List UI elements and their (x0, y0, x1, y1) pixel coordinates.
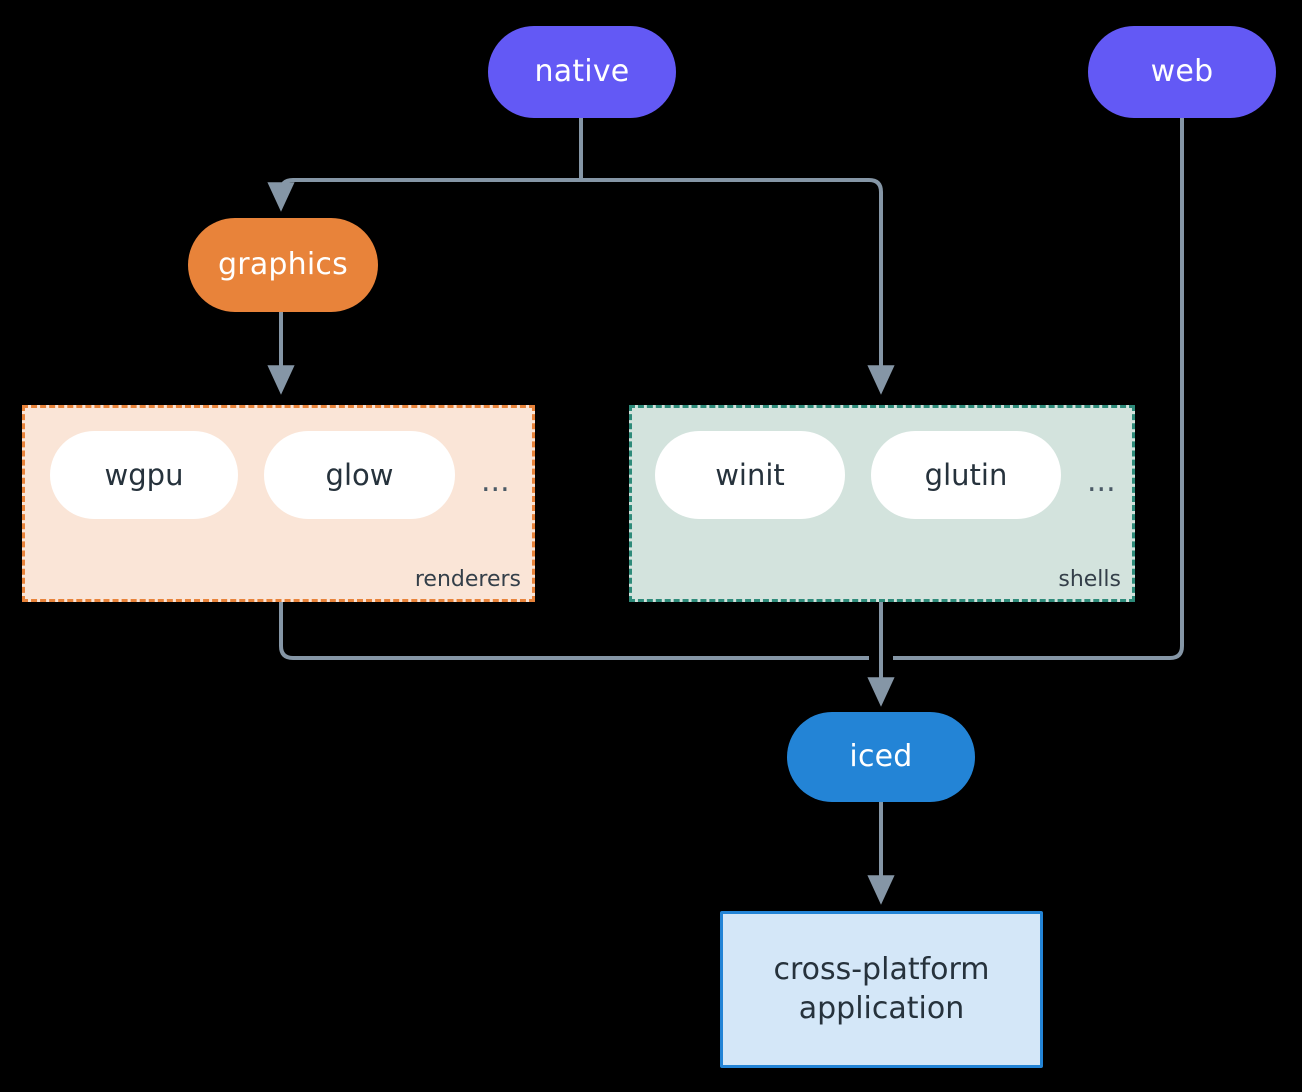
node-iced-label: iced (849, 738, 913, 774)
group-shells[interactable]: winit glutin ... shells (629, 405, 1135, 602)
leaf-winit-label: winit (715, 458, 785, 492)
shells-overflow-ellipsis: ... (1087, 464, 1116, 499)
node-application[interactable]: cross-platform application (720, 911, 1043, 1068)
leaf-glow[interactable]: glow (264, 431, 455, 519)
node-web-label: web (1150, 53, 1214, 89)
leaf-glutin-label: glutin (924, 458, 1008, 492)
renderers-overflow-ellipsis: ... (481, 464, 510, 499)
node-application-line2: application (798, 990, 965, 1026)
group-shells-label: shells (1058, 567, 1121, 592)
node-native[interactable]: native (488, 26, 676, 118)
leaf-winit[interactable]: winit (655, 431, 845, 519)
edge-native-shells (581, 178, 895, 395)
node-native-label: native (534, 53, 630, 89)
group-renderers-label: renderers (414, 567, 521, 592)
leaf-wgpu-label: wgpu (104, 458, 184, 492)
node-graphics-label: graphics (218, 246, 348, 282)
edge-native-graphics (267, 178, 581, 212)
node-application-line1: cross-platform (773, 952, 990, 988)
node-iced[interactable]: iced (787, 712, 975, 802)
leaf-wgpu[interactable]: wgpu (50, 431, 238, 519)
leaf-glutin[interactable]: glutin (871, 431, 1061, 519)
edge-renderers-iced (279, 602, 869, 660)
node-web[interactable]: web (1088, 26, 1276, 118)
leaf-glow-label: glow (325, 458, 394, 492)
group-renderers[interactable]: wgpu glow ... renderers (22, 405, 535, 602)
node-graphics[interactable]: graphics (188, 218, 378, 312)
